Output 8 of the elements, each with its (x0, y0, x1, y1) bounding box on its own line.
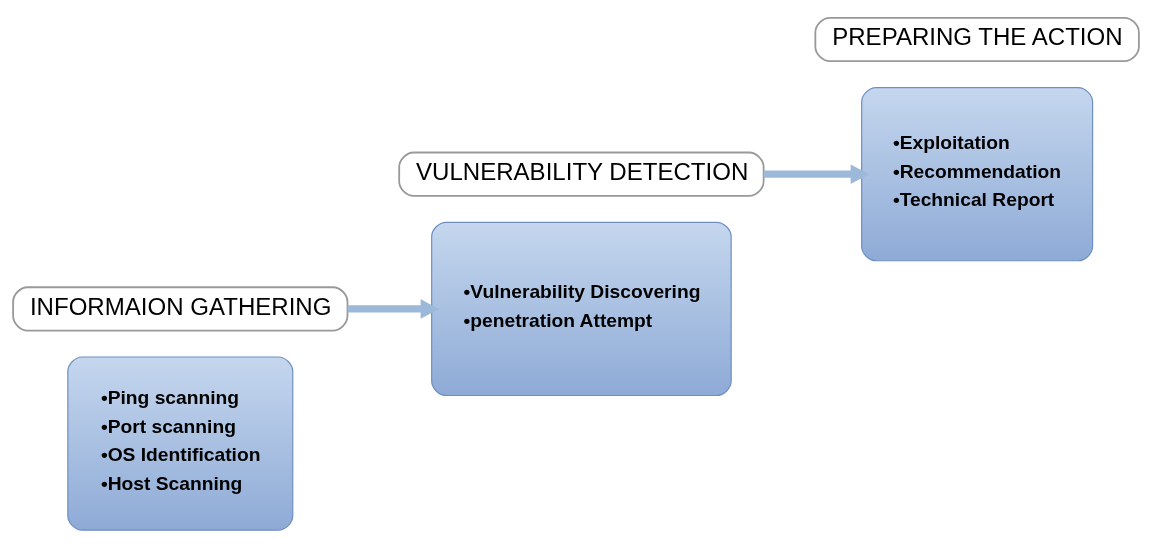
arrow (347, 298, 440, 319)
node-box: •Ping scanning •Port scanning •OS Identification •Host Scanning (67, 355, 294, 531)
node-box: VULNERABILITY DETECTION (398, 151, 765, 197)
node-box: •Vulnerability Discovering •penetration Attempt (431, 221, 732, 396)
node-box: •Exploitation •Recommendation •Technical Report (861, 86, 1094, 261)
arrow (763, 163, 870, 184)
node-box: PREPARING THE ACTION (814, 16, 1140, 62)
node-box: INFORMAION GATHERING (12, 285, 349, 331)
